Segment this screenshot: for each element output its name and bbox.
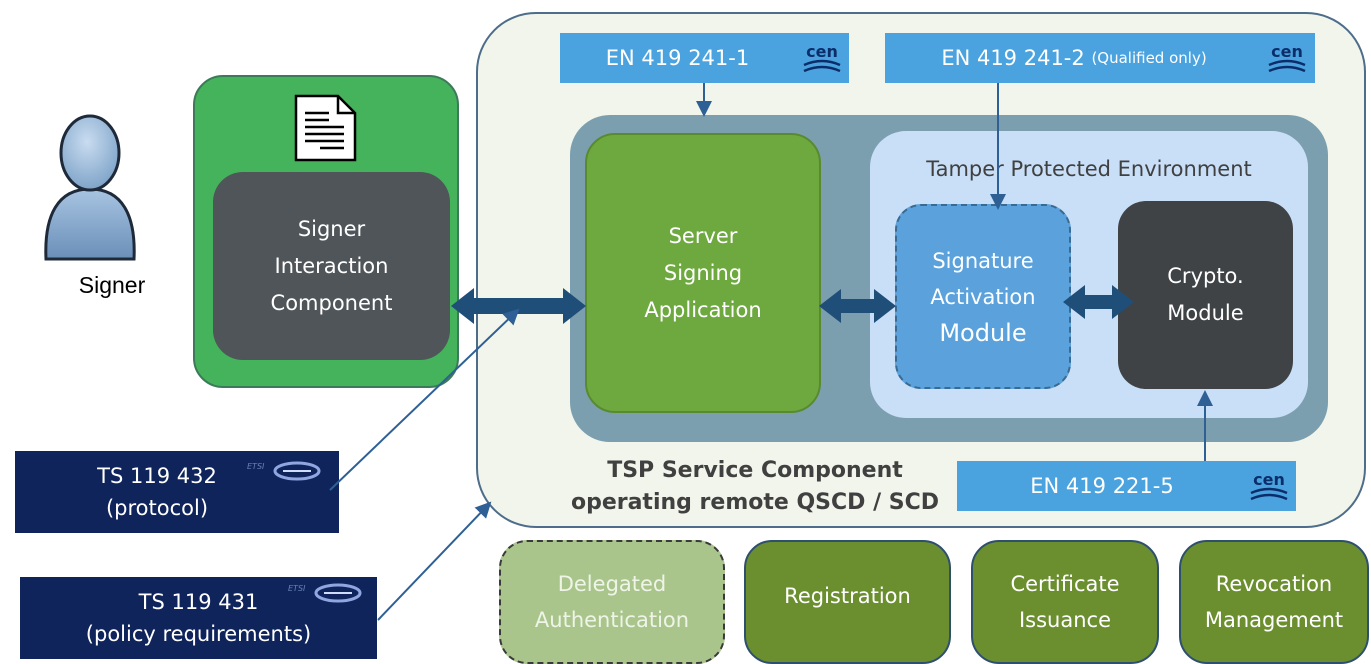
cen-logo: cen — [1250, 470, 1288, 501]
cen-logo-text: cen — [806, 42, 838, 61]
tsp-caption-line1: TSP Service Component — [607, 458, 903, 483]
ts432-line1: TS 119 432 — [97, 464, 217, 488]
ts431-line2: (policy requirements) — [85, 622, 312, 646]
en2-label: EN 419 241-2 — [941, 46, 1085, 70]
server-signing-line1: Server — [668, 223, 738, 248]
delegated-line2: Authentication — [534, 608, 690, 632]
person-icon — [44, 114, 136, 261]
etsi-logo: ETSI — [288, 583, 362, 603]
crypto-line2: Module — [1167, 301, 1244, 325]
registration-line1: Registration — [784, 584, 911, 608]
ts432-line2: (protocol) — [105, 496, 209, 520]
cen-logo: cen — [1268, 42, 1306, 73]
etsi-logo-text: ETSI — [288, 584, 306, 593]
server-signing-application: Server Signing Application — [585, 133, 821, 413]
delegated-line1: Delegated — [557, 572, 667, 596]
standard-en-419-221-5: EN 419 221-5 cen — [957, 461, 1296, 511]
ts431-line1: TS 119 431 — [138, 590, 259, 614]
signature-activation-module: Signature Activation Module — [895, 204, 1071, 389]
crypto-module: Crypto. Module — [1118, 201, 1293, 389]
revocation-line2: Management — [1204, 608, 1344, 632]
standard-ts-119-431: TS 119 431 (policy requirements) ETSI — [20, 577, 377, 659]
registration-box: Registration — [744, 540, 951, 664]
standard-en-419-241-1: EN 419 241-1 cen — [560, 33, 849, 83]
server-signing-line2: Signing — [663, 260, 743, 285]
signer-interaction-line2: Interaction — [274, 253, 389, 278]
en2-note: (Qualified only) — [1091, 49, 1207, 67]
server-signing-line3: Application — [644, 297, 762, 322]
sam-line1: Signature — [932, 248, 1034, 273]
pointer-ts431 — [377, 501, 492, 621]
revocation-management-box: Revocation Management — [1179, 540, 1369, 664]
crypto-line1: Crypto. — [1167, 264, 1244, 288]
cen-logo-text: cen — [1271, 42, 1303, 61]
signer-interaction-component: Signer Interaction Component — [213, 172, 450, 360]
cen-logo-text: cen — [1253, 470, 1285, 489]
cen-logo: cen — [803, 42, 841, 73]
sam-line3: Module — [939, 318, 1027, 347]
signer-interaction-line1: Signer — [297, 216, 366, 241]
en1-label: EN 419 241-1 — [605, 46, 750, 70]
certificate-line1: Certificate — [1010, 572, 1120, 596]
document-icon — [294, 94, 357, 162]
standard-en-419-241-2: EN 419 241-2 (Qualified only) cen — [885, 33, 1315, 83]
signer-label: Signer — [78, 271, 146, 298]
etsi-logo-text: ETSI — [247, 462, 265, 471]
tsp-service-caption: TSP Service Component operating remote Q… — [520, 452, 990, 522]
revocation-line1: Revocation — [1215, 572, 1333, 596]
certificate-line2: Issuance — [1018, 608, 1112, 632]
etsi-logo: ETSI — [247, 461, 321, 481]
sam-line2: Activation — [930, 284, 1036, 309]
signer-interaction-line3: Component — [270, 290, 393, 315]
tamper-title: Tamper Protected Environment — [926, 157, 1252, 181]
delegated-authentication-box: Delegated Authentication — [499, 540, 725, 664]
tsp-caption-line2: operating remote QSCD / SCD — [570, 490, 940, 515]
certificate-issuance-box: Certificate Issuance — [971, 540, 1159, 664]
standard-ts-119-432: TS 119 432 (protocol) ETSI — [15, 451, 339, 533]
en3-label: EN 419 221-5 — [1030, 474, 1174, 498]
